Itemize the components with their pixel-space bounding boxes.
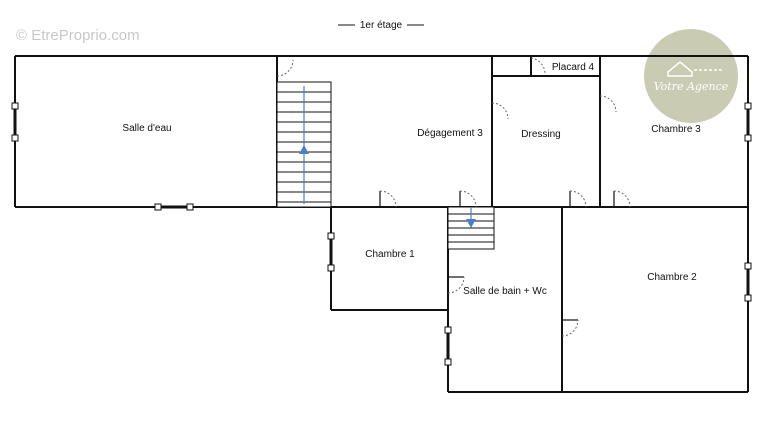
- house-icon: [667, 61, 693, 77]
- agency-logo: Votre Agence: [644, 29, 738, 123]
- doors: [276, 57, 631, 337]
- room-label-degagement: Dégagement 3: [417, 128, 483, 139]
- room-label-placard: Placard 4: [552, 62, 595, 73]
- room-label-dressing: Dressing: [521, 129, 560, 140]
- up-arrow-icon: [299, 145, 309, 154]
- room-label-chambre3: Chambre 3: [651, 124, 701, 135]
- floor-title: 1er étage: [338, 20, 424, 31]
- small-staircase: [447, 206, 495, 250]
- room-label-salle-deau: Salle d'eau: [122, 123, 171, 134]
- room-label-chambre2: Chambre 2: [647, 272, 697, 283]
- down-arrow-icon: [466, 219, 476, 228]
- room-label-chambre1: Chambre 1: [365, 249, 415, 260]
- floor-title-text: 1er étage: [360, 20, 403, 31]
- logo-text: Votre Agence: [654, 80, 729, 93]
- main-staircase: [276, 81, 332, 208]
- windows: [11, 102, 752, 366]
- watermark-text: © EtreProprio.com: [16, 27, 140, 44]
- room-label-salle-de-bain: Salle de bain + Wc: [463, 286, 547, 297]
- walls: [14, 55, 749, 393]
